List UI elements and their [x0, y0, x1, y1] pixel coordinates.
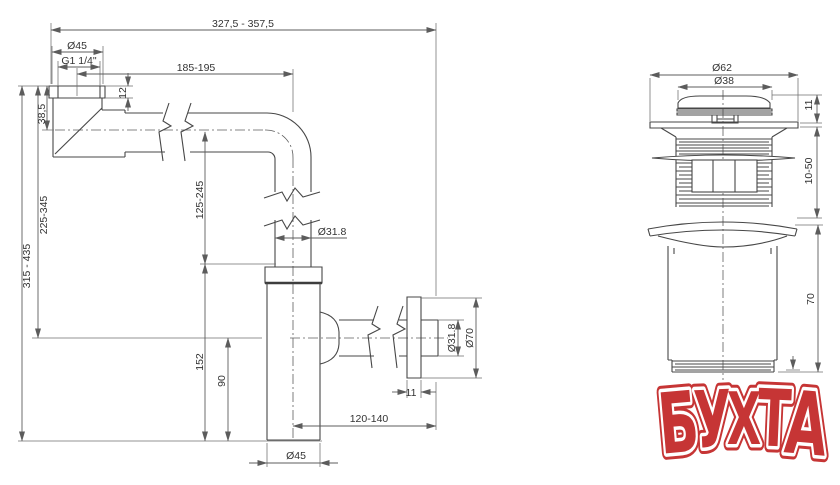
siphon-dimension-lines — [19, 27, 479, 466]
dim-body-height: 152 — [194, 353, 206, 371]
siphon-extension-lines — [18, 23, 482, 467]
valve-body — [647, 95, 799, 373]
dim-pipe-adjust-length: 125-245 — [194, 181, 206, 220]
dim-escutcheon-diameter: Ø70 — [464, 328, 476, 348]
dim-valve-body-height: 70 — [805, 293, 817, 305]
valve-dimension-lines — [649, 72, 821, 373]
dim-overall-height: 315 - 435 — [21, 244, 33, 289]
siphon-centerlines — [55, 129, 448, 441]
siphon-view: 327,5 - 357,5 Ø45 G1 1/4" 185-195 12 38,… — [18, 18, 482, 467]
siphon-dimension-labels: 327,5 - 357,5 Ø45 G1 1/4" 185-195 12 38,… — [21, 18, 476, 462]
popup-valve-view: Ø62 Ø38 11 10-50 70 — [647, 62, 823, 380]
dim-plug-diameter: Ø38 — [714, 75, 734, 87]
dim-inlet-depth: 38,5 — [36, 104, 48, 125]
dim-horizontal-offset: 185-195 — [177, 62, 216, 74]
dim-flange-diameter: Ø62 — [712, 62, 732, 74]
dim-body-diameter: Ø45 — [286, 450, 306, 462]
valve-dimension-labels: Ø62 Ø38 11 10-50 70 — [712, 62, 817, 305]
watermark-logo — [655, 373, 832, 477]
dim-pipe-diameter: Ø31.8 — [318, 226, 347, 238]
dim-escutcheon-thickness: 11 — [406, 387, 417, 399]
dim-inlet-nut-diameter: Ø45 — [67, 40, 87, 52]
dim-height-to-outlet-axis: 225-345 — [38, 196, 50, 235]
dim-overall-width: 327,5 - 357,5 — [212, 18, 274, 30]
dim-body-lower-height: 90 — [216, 375, 228, 387]
siphon-body — [48, 85, 439, 441]
dim-nut-height: 12 — [117, 87, 129, 99]
dim-outlet-length: 120-140 — [350, 413, 389, 425]
dim-clamp-range: 10-50 — [803, 157, 815, 184]
dim-inlet-thread: G1 1/4" — [61, 55, 97, 67]
dim-cap-height: 11 — [803, 99, 815, 110]
dim-outlet-pipe-diameter: Ø31.8 — [446, 324, 458, 353]
